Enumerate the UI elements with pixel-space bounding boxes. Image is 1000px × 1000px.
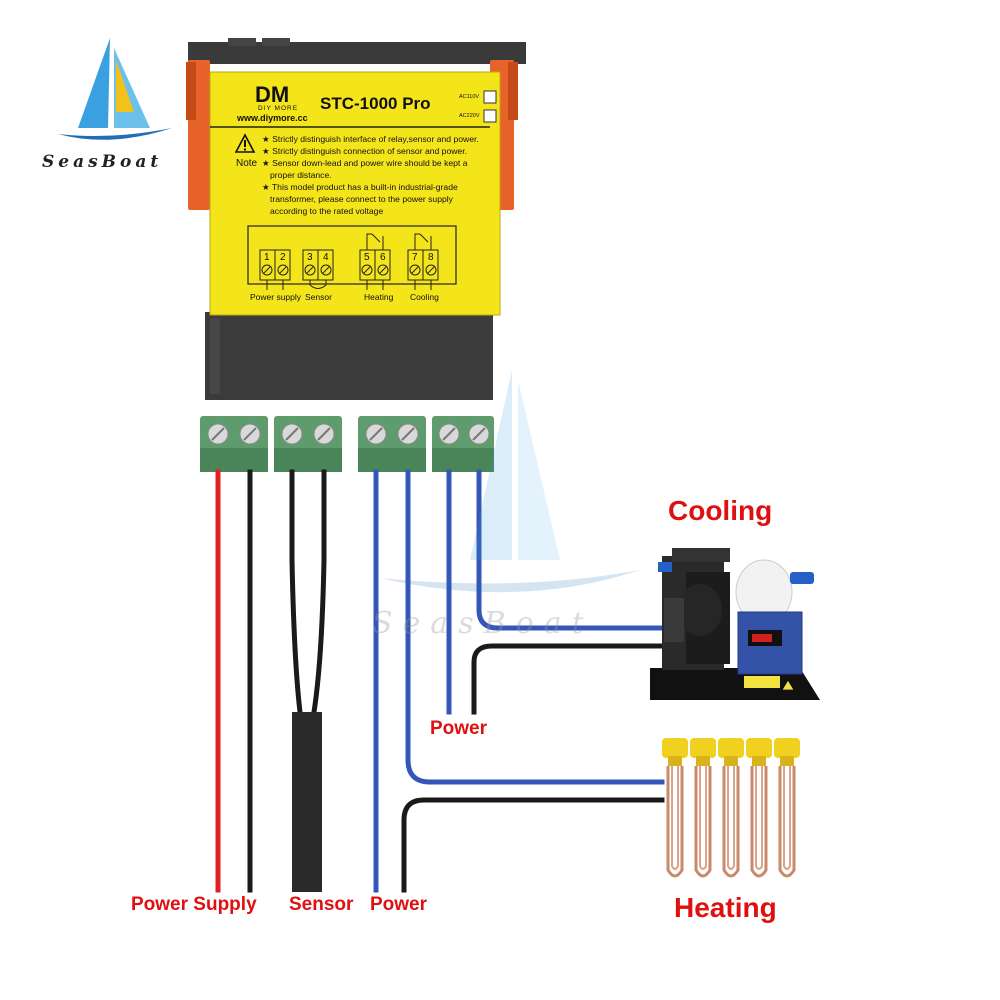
terminal-power-supply bbox=[200, 416, 268, 472]
power-label-cooling: Power bbox=[430, 718, 488, 739]
seasboat-logo-text: SeasBoat bbox=[42, 152, 163, 172]
terminal-heating bbox=[358, 416, 426, 472]
sensor-probe bbox=[292, 712, 322, 892]
controller-sticker bbox=[209, 71, 501, 316]
chiller-icon bbox=[650, 548, 820, 700]
terminal-number: 4 bbox=[323, 252, 329, 263]
warning-icon bbox=[234, 133, 256, 153]
power-supply-label: Power Supply bbox=[131, 894, 257, 915]
note-line: ★ Sensor down-lead and power wire should… bbox=[262, 158, 468, 168]
terminal-number: 2 bbox=[280, 252, 286, 263]
heating-output-wire-blue bbox=[405, 469, 665, 785]
terminal-cooling bbox=[432, 416, 494, 472]
heater-elements-icon bbox=[662, 738, 800, 878]
watermark-sail-icon bbox=[380, 370, 640, 593]
website-text: www.diymore.cc bbox=[237, 113, 308, 123]
note-line: ★ This model product has a built-in indu… bbox=[262, 182, 458, 192]
terminal-number: 6 bbox=[380, 252, 386, 263]
sensor-wire-right bbox=[311, 469, 327, 715]
heating-label: Heating bbox=[674, 892, 777, 923]
terminal-number: 3 bbox=[307, 252, 313, 263]
note-label: Note bbox=[236, 158, 258, 169]
cooling-output-wire-black bbox=[471, 643, 671, 715]
note-line: transformer, please connect to the power… bbox=[270, 194, 453, 204]
terminal-sensor bbox=[274, 416, 342, 472]
brand-logo: DM bbox=[255, 82, 290, 107]
ac220v-checkbox bbox=[483, 109, 497, 123]
watermark-text: SeasBoat bbox=[372, 606, 594, 641]
terminal-blocks bbox=[259, 233, 439, 290]
note-line: proper distance. bbox=[270, 170, 332, 180]
brand-subtitle: DIY MORE bbox=[258, 105, 299, 112]
note-line: ★ Strictly distinguish connection of sen… bbox=[262, 146, 467, 156]
ac110v-checkbox bbox=[483, 90, 497, 104]
heating-output-wire-black bbox=[401, 797, 665, 893]
ac110v-label: AC110V bbox=[459, 94, 480, 100]
terminal-number: 1 bbox=[264, 252, 270, 263]
sensor-wire-left bbox=[289, 469, 303, 715]
terminal-caption-sensor: Sensor bbox=[305, 292, 332, 302]
ac220v-label: AC220V bbox=[459, 113, 480, 119]
terminal-number: 8 bbox=[428, 252, 434, 263]
terminal-caption-power-supply: Power supply bbox=[250, 292, 302, 302]
cooling-output-wire-blue bbox=[476, 469, 671, 631]
note-line: ★ Strictly distinguish interface of rela… bbox=[262, 134, 479, 144]
terminal-caption-heating: Heating bbox=[364, 292, 394, 302]
power-label-heating: Power bbox=[370, 894, 428, 915]
terminal-diagram bbox=[247, 225, 457, 285]
cooling-label: Cooling bbox=[668, 495, 773, 526]
seasboat-logo-icon bbox=[58, 38, 172, 140]
sensor-label: Sensor bbox=[289, 894, 354, 915]
terminal-number: 7 bbox=[412, 252, 418, 263]
terminal-caption-cooling: Cooling bbox=[410, 292, 439, 302]
model-name: STC-1000 Pro bbox=[320, 94, 431, 113]
terminal-number: 5 bbox=[364, 252, 370, 263]
note-line: according to the rated voltage bbox=[270, 206, 384, 216]
